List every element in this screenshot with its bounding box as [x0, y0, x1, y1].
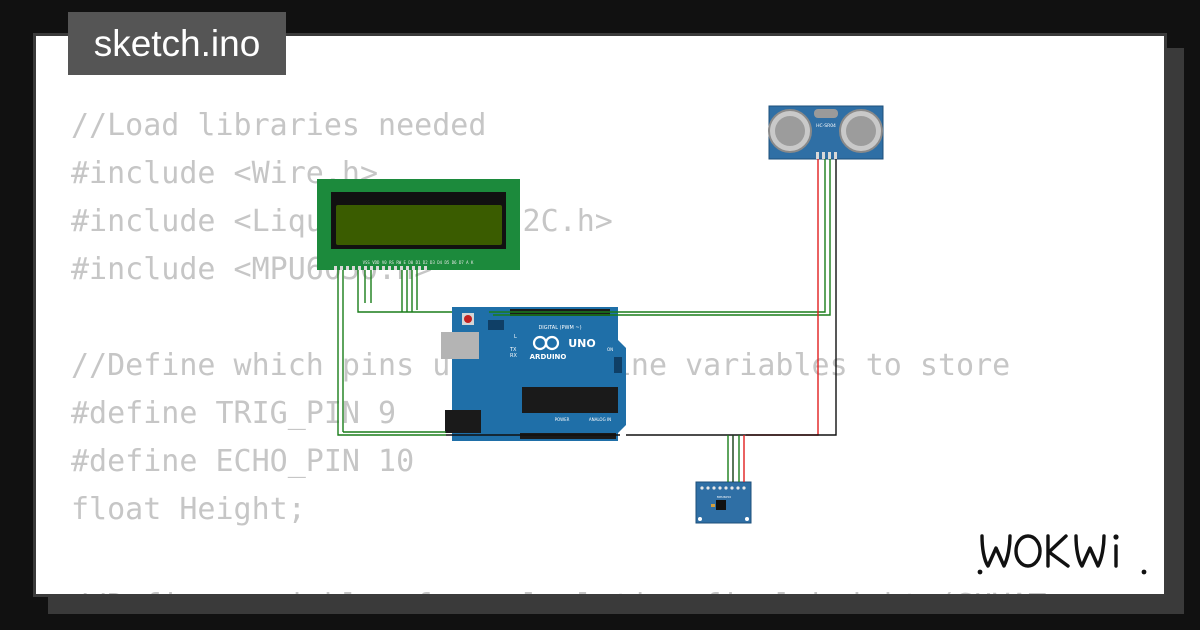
led-l-label: L — [514, 334, 517, 340]
ultrasonic-model-label: HC-SR04 — [816, 123, 836, 129]
code-line: #include <Wire.h> — [71, 156, 379, 191]
wiring — [337, 159, 837, 482]
led-on-label: ON — [607, 347, 613, 352]
code-line: float Height; — [71, 492, 306, 527]
led-tx-label: TX — [509, 347, 517, 353]
wokwi-logo-art — [977, 534, 1147, 575]
led-rx-label: RX — [510, 353, 517, 359]
arduino-brand-label: ARDUINO — [530, 353, 567, 361]
wokwi-logo — [976, 528, 1152, 584]
ultrasonic-sensor[interactable]: HC-SR04 — [768, 105, 884, 160]
code-line: //Load libraries needed — [71, 108, 487, 143]
code-line: #define ECHO_PIN 10 — [71, 444, 415, 479]
lcd-pin-labels: VSS VDD V0 RS RW E D0 D1 D2 D3 D4 D5 D6 … — [363, 260, 474, 265]
mpu6050-module[interactable]: MPU6050 — [695, 481, 752, 524]
code-preview: //Load libraries needed #include <Wire.h>… — [71, 102, 1046, 594]
imu-name-label: MPU6050 — [717, 495, 731, 499]
file-tab[interactable]: sketch.ino — [68, 12, 286, 75]
arduino-infinity-logo — [532, 335, 560, 351]
power-header-label: POWER — [555, 417, 570, 422]
code-line: //Define variables for calculating final… — [71, 582, 1046, 594]
arduino-model-label: UNO — [568, 337, 596, 350]
analog-header-label: ANALOG IN — [589, 417, 611, 422]
code-line: #define TRIG_PIN 9 — [71, 396, 397, 431]
digital-header-label: DIGITAL (PWM ~) — [538, 325, 581, 331]
lcd-display[interactable]: VSS VDD V0 RS RW E D0 D1 D2 D3 D4 D5 D6 … — [317, 179, 520, 270]
arduino-uno-board[interactable]: DIGITAL (PWM ~) ARDUINO UNO L TX RX ON P… — [441, 307, 626, 441]
